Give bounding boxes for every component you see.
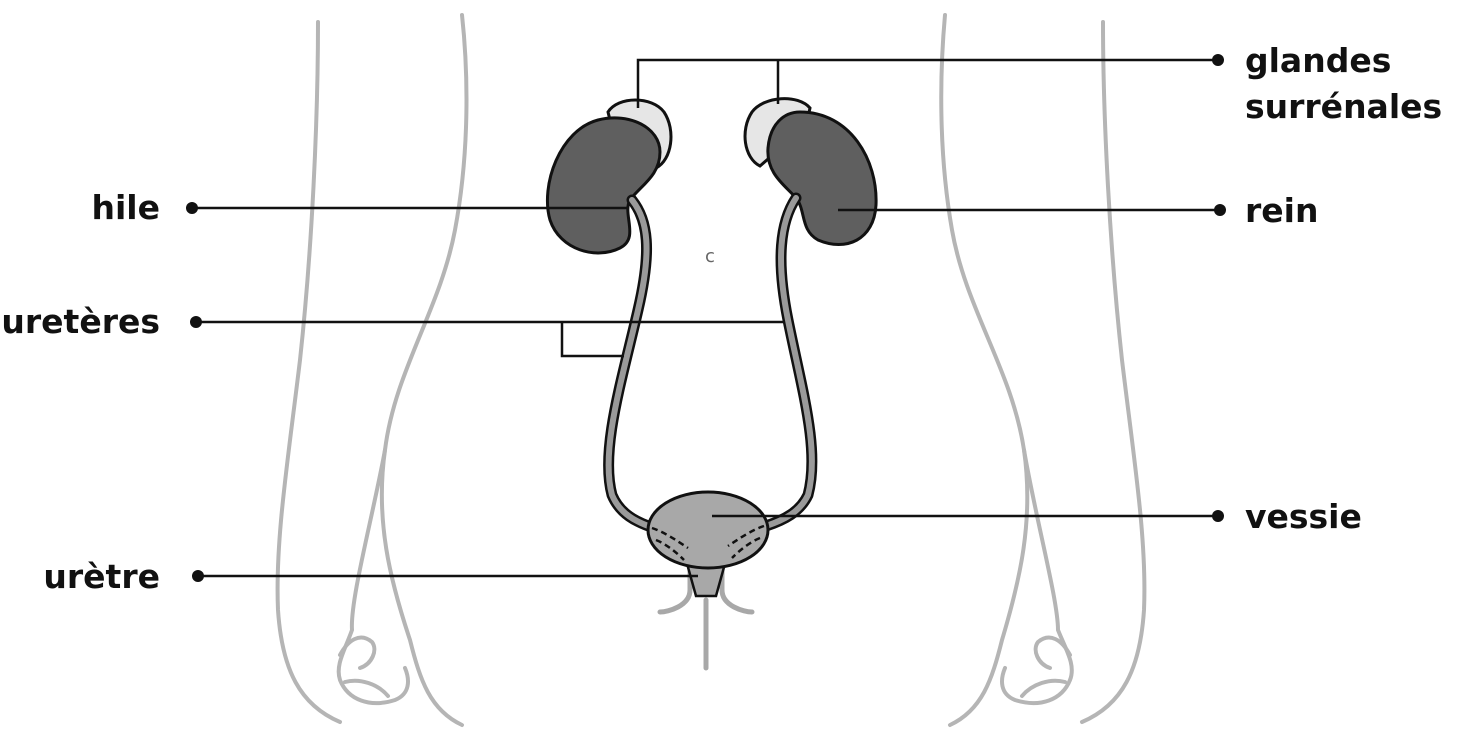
leader-glandes-dot [1212,54,1224,66]
bladder-group [648,492,768,668]
left-arm-inner-outline [382,15,467,725]
leader-ureteres [196,322,784,356]
leader-ureteres-dot [190,316,202,328]
right-ureter [766,198,812,526]
right-ureter-fill [766,198,812,526]
body-silhouette [278,15,1145,725]
leader-rein-dot [1214,204,1226,216]
left-torso-outline [278,22,340,722]
left-hand-fingers [340,638,388,696]
right-torso-outline [1082,22,1144,722]
label-ureteres: uretères [1,302,160,341]
leader-hile-dot [186,202,198,214]
stray-mark: c [705,246,715,267]
label-uretre: urètre [43,557,160,596]
right-hand [1002,450,1072,703]
label-glandes-line2: surrénales [1245,87,1442,126]
label-rein: rein [1245,191,1318,230]
leader-vessie-dot [1212,510,1224,522]
right-arm-inner-outline [941,15,1027,725]
leader-uretre-dot [192,570,204,582]
bladder [648,492,768,568]
leader-glandes [638,60,1218,108]
kidneys [547,112,876,253]
right-hand-fingers [1022,638,1070,696]
label-glandes-line1: glandes [1245,41,1391,80]
label-vessie: vessie [1245,497,1362,536]
label-hile: hile [92,188,161,227]
